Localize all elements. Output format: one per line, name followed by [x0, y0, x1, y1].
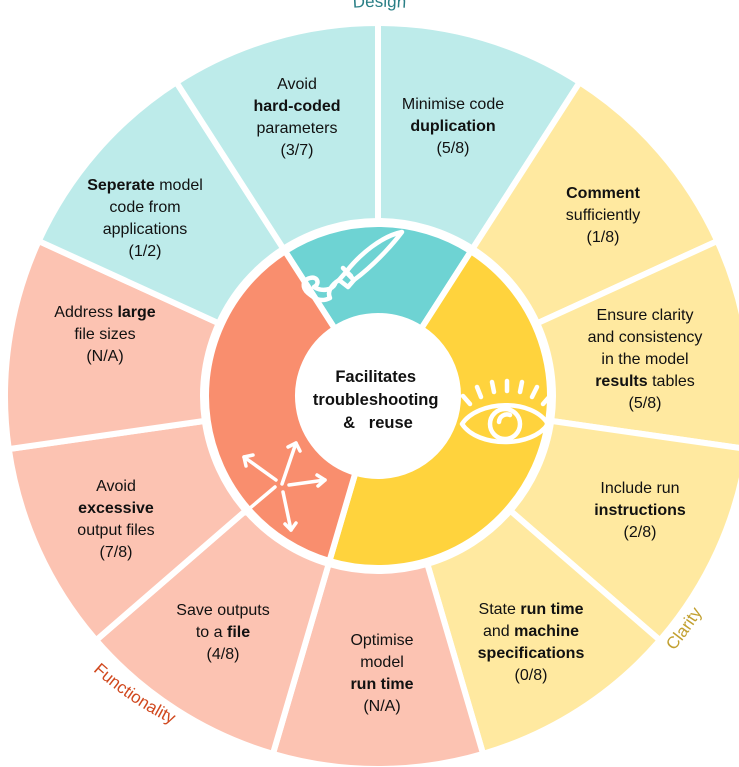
segment-line: (5/8): [437, 140, 470, 157]
segment-line: model: [360, 654, 404, 671]
segment-line: results tables: [595, 373, 695, 390]
segment-line: sufficiently: [566, 207, 640, 224]
segment-line: specifications: [478, 645, 585, 662]
segment-line: duplication: [410, 118, 495, 135]
center-line-2: troubleshooting: [313, 391, 439, 409]
segment-label-large-file-sizes: Address large file sizes (N/A): [54, 304, 155, 365]
segment-labels: Minimise code duplication (5/8) Comment suff…: [54, 76, 702, 715]
segment-line: Seperate model: [87, 177, 203, 194]
segment-line: run time: [350, 676, 413, 693]
segment-line: (N/A): [363, 698, 400, 715]
segment-label-comment-sufficiently: Comment sufficiently (1/8): [566, 185, 641, 246]
outer-ring: [2, 19, 739, 767]
segment-label-results-tables: Ensure clarity and consistency in the mode…: [588, 307, 703, 412]
segment-line: (0/8): [515, 667, 548, 684]
segment-label-optimise-run-time: Optimise model run time (N/A): [350, 632, 413, 715]
inner-ring: [203, 221, 553, 571]
segment-label-avoid-excessive-outputs: Avoid excessive output files (7/8): [77, 478, 154, 561]
segment-line: to a file: [196, 624, 250, 641]
segment-line: State run time: [479, 601, 584, 618]
segment-line: (3/7): [281, 142, 314, 159]
category-label-design: Design: [352, 0, 407, 12]
segment-line: file sizes: [74, 326, 135, 343]
center-hub: [298, 316, 458, 476]
segment-line: code from: [109, 199, 180, 216]
segment-label-save-outputs: Save outputs to a file (4/8): [176, 602, 269, 663]
segment-line: Address large: [54, 304, 155, 321]
segment-line: Minimise code: [402, 96, 504, 113]
segment-line: Include run: [600, 480, 679, 497]
segment-line: instructions: [594, 502, 686, 519]
segment-line: excessive: [78, 500, 154, 517]
segment-line: Ensure clarity: [597, 307, 694, 324]
segment-line: hard-coded: [253, 98, 340, 115]
segment-label-run-instructions: Include run instructions (2/8): [594, 480, 686, 541]
center-line-1: Facilitates: [335, 368, 416, 386]
segment-line: (2/8): [624, 524, 657, 541]
segment-line: in the model: [601, 351, 688, 368]
paintbrush-icon: [301, 229, 405, 303]
segment-line: Avoid: [277, 76, 317, 93]
segment-line: Save outputs: [176, 602, 269, 619]
segment-line: applications: [103, 221, 188, 238]
svg-text:Facilitates troubleshootin: Facilitates troubleshooting & reuse: [313, 368, 443, 432]
segment-line: (N/A): [86, 348, 123, 365]
segment-line: (4/8): [207, 646, 240, 663]
segment-label-separate-model-code: Seperate model code from applications (1/2): [87, 177, 203, 260]
segment-line: and machine: [483, 623, 579, 640]
segment-line: (1/2): [129, 243, 162, 260]
segment-line: (7/8): [100, 544, 133, 561]
segment-label-minimise-duplication: Minimise code duplication (5/8): [402, 96, 504, 157]
segment-line: output files: [77, 522, 154, 539]
segment-line: (1/8): [587, 229, 620, 246]
segment-line: Avoid: [96, 478, 136, 495]
segment-line: Optimise: [350, 632, 413, 649]
segment-label-avoid-hard-coded: Avoid hard-coded parameters (3/7): [253, 76, 340, 159]
segment-line: and consistency: [588, 329, 703, 346]
center-line-3: & reuse: [343, 414, 413, 432]
segment-line: (5/8): [629, 395, 662, 412]
arrows-outward-icon: [241, 441, 327, 532]
eye-icon: [459, 378, 553, 445]
segment-label-run-time-specs: State run time and machine specifications (…: [478, 601, 585, 684]
segment-line: Comment: [566, 185, 640, 202]
segment-line: parameters: [257, 120, 338, 137]
